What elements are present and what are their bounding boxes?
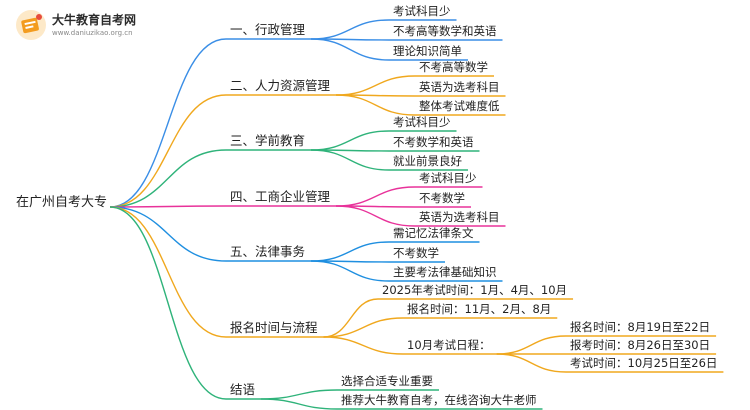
branch-3-link-1 — [311, 130, 390, 151]
root-link-2 — [110, 94, 227, 208]
leaf-preschool-3: 就业前景良好 — [393, 154, 462, 168]
leaf-october-schedule[interactable]: 10月考试日程： — [407, 338, 491, 352]
schedule-registration: 报名时间：8月19日至22日 — [570, 320, 711, 334]
leaf-admin-3: 理论知识简单 — [393, 44, 462, 58]
branch-preschool-education[interactable]: 三、学前教育 — [230, 133, 306, 148]
root-link-5 — [110, 206, 227, 262]
branch-1-link-3 — [311, 38, 390, 61]
branch-conclusion[interactable]: 结语 — [230, 382, 256, 397]
leaf-registration-time: 报名时间：11月、2月、8月 — [407, 302, 552, 316]
leaf-legal-3: 主要考法律基础知识 — [393, 265, 497, 279]
schedule-application: 报考时间：8月26日至30日 — [570, 338, 711, 352]
branch-7-link-2 — [261, 398, 338, 410]
branch-7-link-1 — [261, 389, 338, 400]
logo-name: 大牛教育自考网 — [52, 12, 137, 27]
root-link-6 — [110, 206, 227, 338]
branch-3-link-3 — [311, 149, 390, 171]
leaf-conclusion-2[interactable]: 推荐大牛教育自考，在线咨询大牛老师 — [341, 393, 537, 407]
branch-2-link-3 — [336, 94, 416, 116]
branch-2-link-1 — [336, 75, 416, 96]
leaf-admin-1: 考试科目少 — [393, 4, 451, 18]
leaf-legal-1: 需记忆法律条文 — [393, 226, 474, 240]
root-link-1 — [110, 38, 227, 208]
branch-1-link-1 — [311, 19, 390, 40]
branch-6-link-2 — [323, 317, 404, 338]
branch-5-link-1 — [311, 241, 390, 262]
logo-icon — [14, 8, 48, 42]
branch-5-link-3 — [311, 260, 390, 282]
site-logo[interactable]: 大牛教育自考网 www.daniuzikao.org.cn — [14, 8, 136, 42]
leaf-business-1: 考试科目少 — [419, 171, 477, 185]
leaf-hr-2: 英语为选考科目 — [419, 80, 500, 94]
branch-4-link-3 — [336, 205, 416, 227]
root-node: 在广州自考大专 — [16, 195, 108, 210]
root-link-3 — [110, 149, 227, 208]
leaf-preschool-2: 不考数学和英语 — [393, 135, 474, 149]
schedule-link-3 — [496, 353, 567, 373]
branch-6-link-1 — [323, 298, 379, 338]
branch-legal-affairs[interactable]: 五、法律事务 — [230, 244, 306, 259]
root-link-7 — [110, 206, 227, 400]
schedule-exam: 考试时间：10月25日至26日 — [570, 356, 718, 370]
leaf-business-3: 英语为选考科目 — [419, 210, 500, 224]
leaf-conclusion-1: 选择合适专业重要 — [341, 374, 433, 388]
branch-hr-management[interactable]: 二、人力资源管理 — [230, 78, 331, 93]
branch-4-link-1 — [336, 186, 416, 207]
leaf-preschool-1: 考试科目少 — [393, 115, 451, 129]
branch-admin-management[interactable]: 一、行政管理 — [230, 22, 306, 37]
root-link-4 — [110, 205, 227, 208]
leaf-legal-2: 不考数学 — [393, 246, 439, 260]
leaf-admin-2: 不考高等数学和英语 — [393, 24, 497, 38]
leaf-hr-1: 不考高等数学 — [419, 60, 488, 74]
schedule-link-1 — [496, 335, 567, 355]
branch-6-link-3 — [323, 336, 404, 355]
leaf-business-2: 不考数学 — [419, 191, 465, 205]
leaf-hr-3: 整体考试难度低 — [419, 99, 500, 113]
branch-business-management[interactable]: 四、工商企业管理 — [230, 189, 331, 204]
leaf-exam-time: 2025年考试时间：1月、4月、10月 — [382, 283, 568, 297]
logo-url: www.daniuzikao.org.cn — [52, 28, 133, 37]
branch-registration-process[interactable]: 报名时间与流程 — [230, 320, 318, 335]
